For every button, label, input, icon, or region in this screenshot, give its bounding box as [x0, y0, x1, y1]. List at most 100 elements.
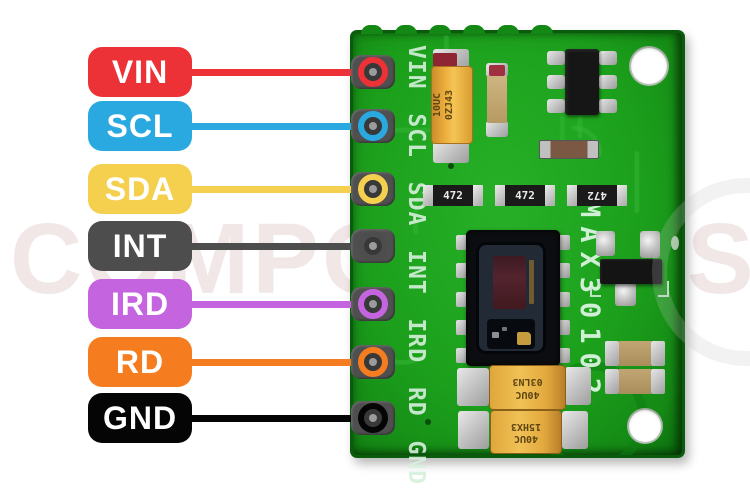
capacitor-marking-line: 03LN3 — [512, 376, 543, 388]
pin-label-sda: SDA — [88, 164, 192, 214]
pin-wire — [186, 123, 376, 130]
resistor-value: 472 — [577, 185, 617, 206]
pin-hole — [369, 300, 377, 308]
resistor-472: 472 — [423, 185, 483, 206]
pin-hole-ring — [358, 403, 388, 433]
solder-pad — [457, 368, 489, 406]
pin-label-rd: RD — [88, 337, 192, 387]
solder-pad — [547, 75, 565, 89]
smd-component-tan — [605, 341, 665, 366]
sensor-window — [476, 242, 546, 354]
pin-hole-ring — [358, 347, 388, 377]
solder-pad — [565, 367, 591, 405]
capacitor-marking-line: 40UC — [513, 433, 539, 445]
sensor-photodetector — [487, 319, 535, 349]
resistor-472: 472 — [567, 185, 627, 206]
solder-pad — [599, 51, 617, 65]
transistor-ic — [600, 259, 662, 284]
pin-row-scl: SCL — [88, 101, 395, 151]
pin-row-sda: SDA — [88, 164, 395, 214]
regulator-ic — [565, 49, 599, 115]
mounting-hole-top-right — [629, 46, 669, 86]
pin-label-int: INT — [88, 221, 192, 271]
capacitor-marking: 40UC 15HX3 — [511, 420, 541, 445]
solder-pad — [458, 411, 489, 449]
pin-wire — [186, 415, 376, 422]
tantalum-capacitor-top — [431, 66, 473, 144]
capacitor-marking-line: 10UC — [432, 92, 443, 118]
resistor-terminal — [545, 185, 555, 206]
solder-pad — [433, 141, 469, 163]
tantalum-capacitor-bottom-2: 40UC 15HX3 — [490, 410, 562, 454]
pin-hole-ring — [358, 289, 388, 319]
resistor-terminal — [567, 185, 577, 206]
solder-pad — [615, 283, 636, 306]
pin-hole-ring — [358, 57, 388, 87]
pin-label-vin: VIN — [88, 47, 192, 97]
pin-wire — [186, 69, 376, 76]
pin-label-gnd: GND — [88, 393, 192, 443]
pin-hole-ring — [358, 231, 388, 261]
pin-row-rd: RD — [88, 337, 395, 387]
pin-hole-ring — [358, 111, 388, 141]
resistor-value: 472 — [433, 185, 473, 206]
sensor-bond-strip — [529, 260, 534, 304]
pin-hole-ring — [358, 174, 388, 204]
board-edge-notch — [463, 25, 485, 34]
resistor-472: 472 — [495, 185, 555, 206]
pin-wire — [186, 359, 376, 366]
resistor-terminal — [495, 185, 505, 206]
smd-component-tan — [605, 369, 665, 394]
via — [448, 163, 454, 169]
pin-wire — [186, 301, 376, 308]
silkscreen-corner-mark — [590, 281, 601, 297]
smd-resistor-brown — [539, 140, 599, 159]
resistor-terminal — [473, 185, 483, 206]
pin-hole — [369, 242, 377, 250]
solder-pad — [596, 231, 615, 256]
led-emitter — [517, 332, 531, 345]
via — [425, 419, 431, 425]
mounting-hole-bottom-right — [627, 408, 663, 444]
pin-hole — [369, 185, 377, 193]
solder-pad — [599, 99, 617, 113]
pin-hole — [369, 358, 377, 366]
solder-pad — [486, 121, 508, 137]
capacitor-marking-line: 15HX3 — [510, 421, 542, 432]
board-edge-notch — [361, 25, 383, 34]
pin-label-scl: SCL — [88, 101, 192, 151]
board-edge-notch — [531, 25, 553, 34]
capacitor-marking: 40UC 03LN3 — [512, 375, 543, 401]
pin-row-int: INT — [88, 221, 395, 271]
solder-pad — [547, 51, 565, 65]
silkscreen-pin-labels: VIN SCL SDA INT IRD RD GND — [403, 45, 429, 486]
pin-hole — [369, 68, 377, 76]
sensor-castellations-right — [557, 235, 570, 363]
sensor-castellations-left — [456, 235, 469, 363]
pin-hole — [369, 414, 377, 422]
smd-component — [487, 75, 507, 123]
red-component — [489, 65, 505, 76]
board-edge-notch — [395, 25, 417, 34]
pin-wire — [186, 186, 376, 193]
red-component — [433, 53, 457, 67]
solder-pad — [547, 99, 565, 113]
capacitor-marking: 10UC 0ZJ43 — [432, 73, 472, 137]
board-edge-notch — [429, 25, 451, 34]
resistor-terminal — [423, 185, 433, 206]
pin-row-vin: VIN — [88, 47, 395, 97]
pin-label-ird: IRD — [88, 279, 192, 329]
board-edge-notch — [497, 25, 519, 34]
pin-row-ird: IRD — [88, 279, 395, 329]
pin-hole — [369, 122, 377, 130]
pcb-board: VIN SCL SDA INT IRD RD GND MAX30102 10UC… — [350, 25, 685, 486]
solder-pad — [599, 75, 617, 89]
max30102-sensor — [466, 230, 560, 366]
solder-pad — [562, 411, 588, 449]
resistor-value: 472 — [505, 185, 545, 206]
resistor-terminal — [617, 185, 627, 206]
capacitor-marking-line: 40UC — [515, 389, 540, 400]
pin-row-gnd: GND — [88, 393, 395, 443]
bond-pad — [492, 332, 499, 338]
